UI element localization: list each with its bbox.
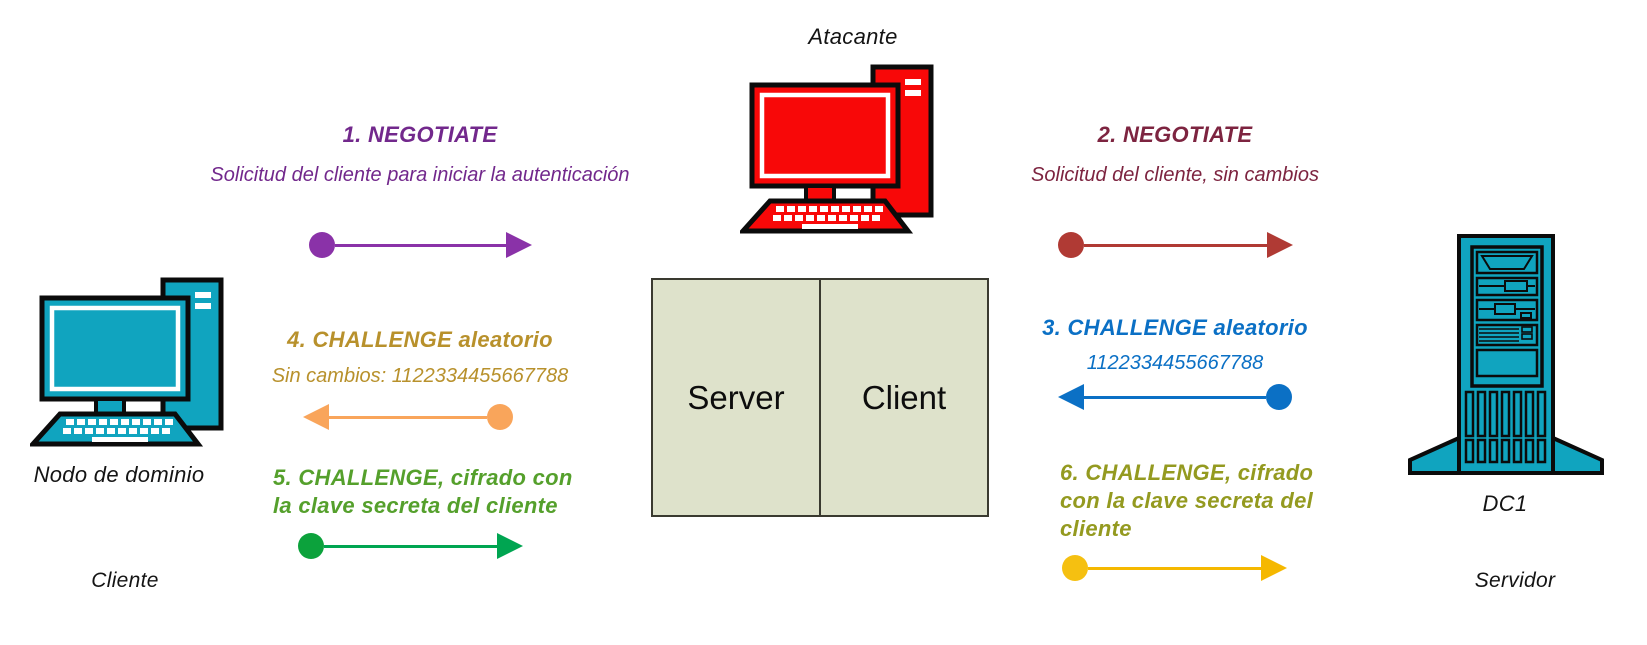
dc-device-label: DC1 <box>1482 491 1528 516</box>
arrow-start-dot <box>1062 555 1088 581</box>
client-device-label: Nodo de dominio <box>33 462 205 487</box>
message-6-arrow <box>1062 555 1287 581</box>
message-2-title: 2. NEGOTIATE <box>1097 122 1253 147</box>
relay-box: Server Client <box>651 278 989 517</box>
message-6-title: 6. CHALLENGE, cifrado con la clave secre… <box>1060 460 1314 541</box>
message-2-subtitle: Solicitud del cliente, sin cambios <box>1031 164 1319 186</box>
dc-role-label: Servidor <box>1474 569 1556 592</box>
arrowhead-right-icon <box>497 533 523 559</box>
message-5-title: 5. CHALLENGE, cifrado con la clave secre… <box>273 465 573 518</box>
message-4-arrow <box>303 404 513 430</box>
client-role-label: Cliente <box>91 569 159 592</box>
message-1-arrow <box>308 232 532 258</box>
message-5: 5. CHALLENGE, cifrado con la clave secre… <box>273 464 575 559</box>
message-2-arrow <box>1057 232 1293 258</box>
message-1: 1. NEGOTIATE Solicitud del cliente para … <box>175 122 665 258</box>
arrow-start-dot <box>308 232 335 258</box>
relay-server-cell: Server <box>653 280 821 515</box>
message-4: 4. CHALLENGE aleatorio Sin cambios: 1122… <box>175 327 665 430</box>
message-4-subtitle: Sin cambios: 1122334455667788 <box>271 365 569 387</box>
arrow-start-dot <box>487 404 513 430</box>
attacker-computer-icon <box>740 63 934 235</box>
arrowhead-right-icon <box>1261 555 1287 581</box>
attacker-label: Atacante <box>808 24 898 49</box>
arrow-shaft <box>329 415 487 419</box>
arrow-start-dot <box>1057 232 1084 258</box>
message-1-title: 1. NEGOTIATE <box>342 122 498 147</box>
arrowhead-right-icon <box>505 232 532 258</box>
message-1-subtitle: Solicitud del cliente para iniciar la au… <box>210 164 630 186</box>
arrowhead-right-icon <box>1266 232 1293 258</box>
relay-server-label: Server <box>687 378 785 416</box>
arrow-shaft <box>1084 395 1266 399</box>
relay-client-label: Client <box>861 378 947 416</box>
arrow-shaft <box>1088 566 1261 570</box>
message-4-title: 4. CHALLENGE aleatorio <box>287 327 553 352</box>
message-3-subtitle: 1122334455667788 <box>1086 352 1264 374</box>
message-6: 6. CHALLENGE, cifrado con la clave secre… <box>1060 459 1332 581</box>
arrow-start-dot <box>298 533 324 559</box>
message-3-title: 3. CHALLENGE aleatorio <box>1042 315 1308 340</box>
message-3: 3. CHALLENGE aleatorio 1122334455667788 <box>930 315 1420 410</box>
arrow-start-dot <box>1266 384 1292 410</box>
message-2: 2. NEGOTIATE Solicitud del cliente, sin … <box>930 122 1420 258</box>
arrowhead-left-icon <box>1058 384 1084 410</box>
dc-server-icon <box>1408 234 1604 475</box>
arrowhead-left-icon <box>303 404 329 430</box>
arrow-shaft <box>1083 243 1267 247</box>
arrow-shaft <box>324 544 497 548</box>
arrow-shaft <box>334 243 506 247</box>
relay-client-cell: Client <box>821 280 987 515</box>
message-3-arrow <box>1058 384 1292 410</box>
message-5-arrow <box>298 533 523 559</box>
